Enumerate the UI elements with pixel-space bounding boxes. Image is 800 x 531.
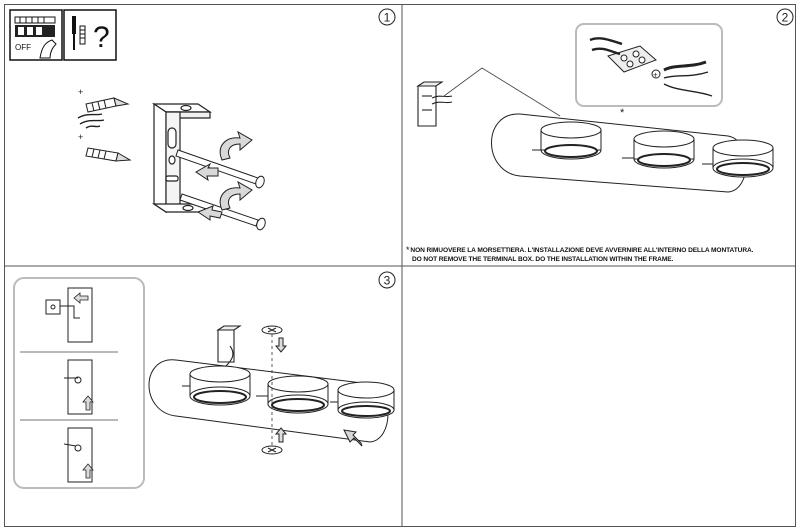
screw-top-step3	[261, 325, 288, 353]
detail-box	[13, 277, 145, 489]
svg-text:1: 1	[384, 11, 391, 25]
panel-grid	[4, 4, 796, 527]
wall-plug-icon	[79, 25, 86, 45]
wall-plug-bottom: +	[78, 132, 132, 162]
svg-text:+: +	[653, 71, 658, 80]
lamp-fixture-step3	[148, 359, 395, 443]
svg-text:+: +	[78, 132, 83, 142]
note-english: DO NOT REMOVE THE TERMINAL BOX. DO THE I…	[412, 255, 674, 263]
power-off-icon: OFF	[9, 9, 63, 61]
installation-note: *NON RIMUOVERE LA MORSETTIERA. L'INSTALL…	[406, 246, 794, 264]
svg-text:2: 2	[782, 11, 789, 25]
screw-bottom	[179, 193, 266, 231]
question-mark: ?	[93, 21, 110, 54]
screw-top	[175, 149, 265, 189]
screwdriver-icon	[72, 16, 76, 50]
small-bracket-step3	[216, 325, 242, 367]
svg-text:*: *	[620, 107, 625, 119]
terminal-block-icon	[589, 37, 657, 73]
tools-box: ?	[63, 9, 117, 61]
svg-text:3: 3	[384, 274, 391, 288]
small-bracket	[416, 81, 453, 127]
step-number-2: 2	[776, 8, 794, 26]
leader-line	[443, 67, 561, 117]
push-arrow-step3	[343, 429, 363, 447]
terminal-callout: + *	[575, 23, 723, 119]
screw-bottom-step3	[261, 427, 288, 455]
note-italian: NON RIMUOVERE LA MORSETTIERA. L'INSTALLA…	[410, 247, 754, 254]
rotate-arrow-icon	[219, 130, 253, 211]
step-number-1: 1	[378, 8, 396, 26]
wall-plug-top: +	[78, 87, 130, 113]
mounting-bracket	[152, 102, 212, 214]
svg-text:+: +	[78, 87, 83, 97]
step-number-3: 3	[378, 271, 396, 289]
cable-icon	[663, 60, 713, 97]
push-arrow-icon	[195, 162, 223, 221]
wire-clip	[77, 113, 105, 129]
svg-text:OFF: OFF	[15, 43, 31, 52]
lamp-fixture-step2	[491, 113, 774, 193]
